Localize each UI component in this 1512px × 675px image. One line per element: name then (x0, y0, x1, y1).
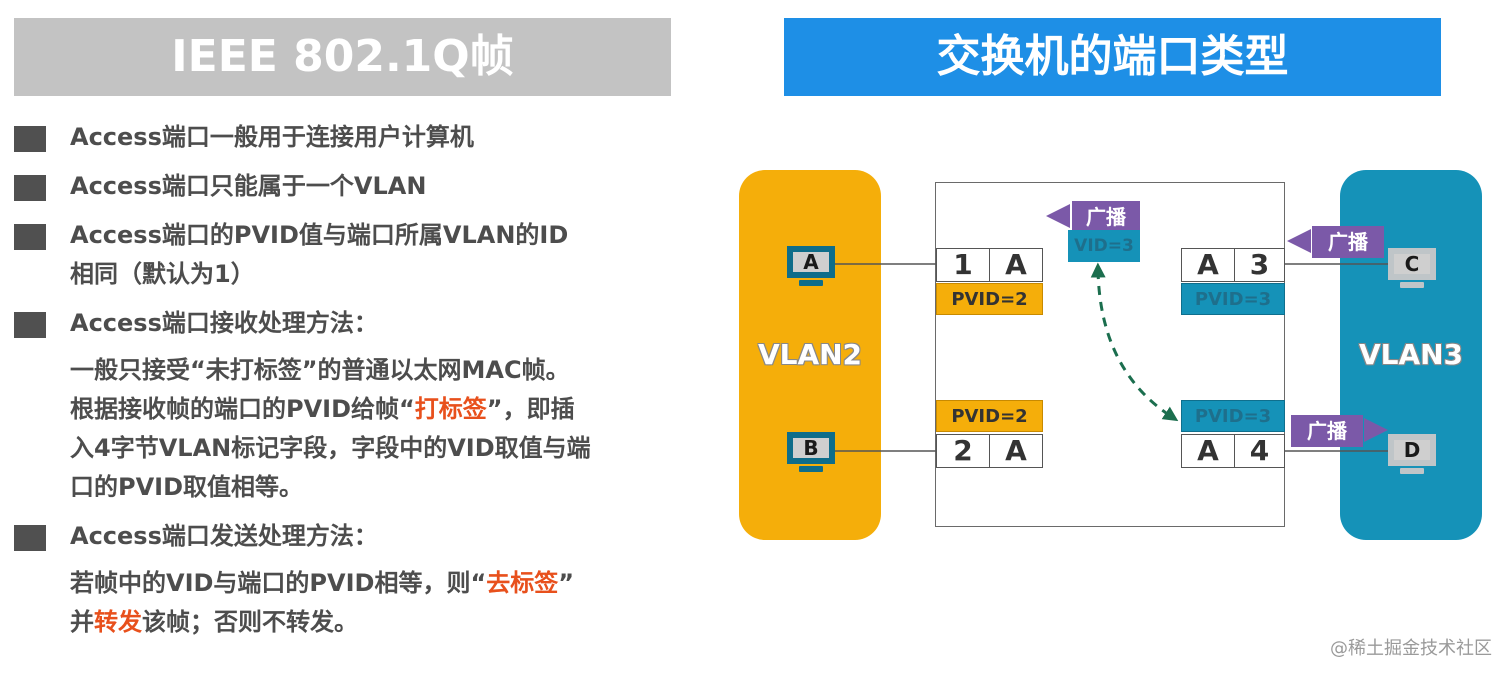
port4-pvid: PVID=3 (1181, 400, 1285, 432)
port3-number: 3 (1234, 248, 1285, 282)
broadcast-label: 广播 (1072, 201, 1140, 233)
port4-number: 4 (1234, 434, 1285, 468)
bullet-list: Access端口一般用于连接用户计算机 Access端口只能属于一个VLAN A… (14, 118, 714, 642)
forward-path-arrow (1090, 262, 1179, 422)
highlight-untag: 去标签 (486, 569, 559, 597)
host-d-label: D (1394, 440, 1430, 460)
bullet-square-icon (14, 224, 46, 250)
broadcast-arrow-icon (1046, 204, 1070, 228)
port1-pvid: PVID=2 (936, 283, 1043, 315)
host-b-label: B (793, 438, 829, 458)
port2-pvid: PVID=2 (936, 400, 1043, 432)
vlan2-label: VLAN2 (757, 338, 863, 371)
bullet-square-icon (14, 126, 46, 152)
broadcast-arrow-icon (1287, 229, 1311, 253)
port1-number: 1 (936, 248, 990, 282)
broadcast-arrow-icon (1364, 418, 1388, 442)
port3-mac-entry: A (1181, 248, 1235, 282)
watermark: @稀土掘金技术社区 (1330, 638, 1492, 659)
host-c-computer-icon: C (1388, 248, 1436, 292)
host-b-computer-icon: B (787, 432, 835, 476)
highlight-forward: 转发 (94, 608, 142, 636)
bullet-square-icon (14, 312, 46, 338)
vid-tag: VID=3 (1068, 230, 1140, 262)
vlan3-label: VLAN3 (1358, 338, 1464, 371)
port2-number: 2 (936, 434, 990, 468)
host-c-label: C (1394, 254, 1430, 274)
highlight-tag: 打标签 (414, 395, 487, 423)
bullet-square-icon (14, 175, 46, 201)
bullet-item: Access端口接收处理方法： (14, 304, 714, 343)
bullet-item: Access端口一般用于连接用户计算机 (14, 118, 714, 157)
vlan2-group: VLAN2 (739, 170, 881, 540)
bullet-item: Access端口的PVID值与端口所属VLAN的ID 相同（默认为1） (14, 216, 714, 294)
host-d-computer-icon: D (1388, 434, 1436, 478)
left-title: IEEE 802.1Q帧 (14, 18, 671, 96)
port4-mac-entry: A (1181, 434, 1235, 468)
bullet-item: Access端口发送处理方法： (14, 517, 714, 556)
send-detail: 若帧中的VID与端口的PVID相等，则“去标签” 并转发该帧；否则不转发。 (70, 569, 574, 636)
bullet-square-icon (14, 525, 46, 551)
right-title: 交换机的端口类型 (784, 18, 1441, 96)
port1-mac-entry: A (989, 248, 1043, 282)
port3-pvid: PVID=3 (1181, 283, 1285, 315)
broadcast-label: 广播 (1291, 415, 1363, 447)
host-a-label: A (793, 252, 829, 272)
broadcast-label: 广播 (1312, 226, 1384, 258)
host-a-computer-icon: A (787, 246, 835, 290)
bullet-item: Access端口只能属于一个VLAN (14, 167, 714, 206)
receive-detail: 一般只接受“未打标签”的普通以太网MAC帧。 根据接收帧的端口的PVID给帧“打… (70, 356, 591, 501)
port2-mac-entry: A (989, 434, 1043, 468)
